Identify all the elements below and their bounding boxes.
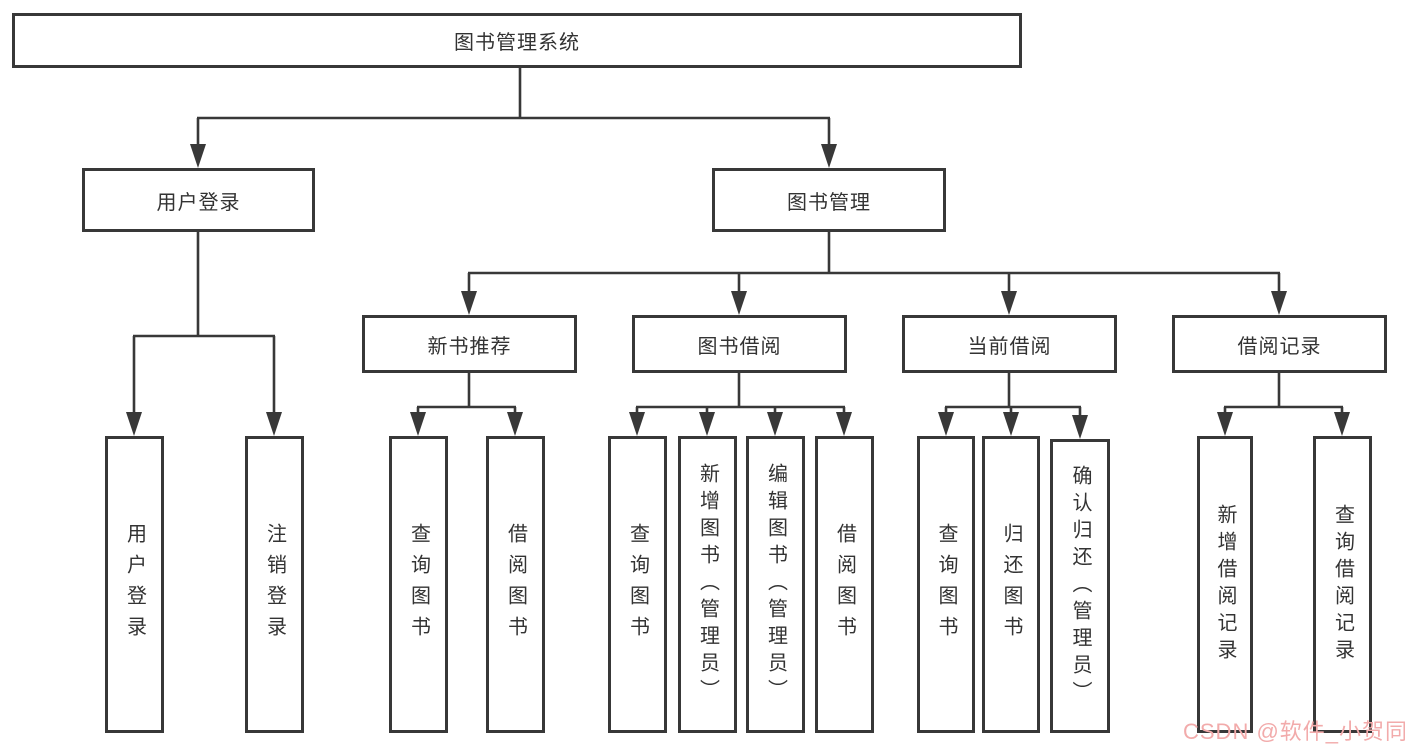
node-label: 用户登录 [123,522,146,647]
node-root-library-system: 图书管理系统 [12,13,1022,68]
node-label: 编辑图书（管理员） [764,463,787,706]
node-borrowing-records: 借阅记录 [1172,315,1387,373]
node-current-borrowing: 当前借阅 [902,315,1117,373]
node-label: 当前借阅 [967,335,1052,358]
node-label: 图书借阅 [697,335,782,358]
node-label: 查询图书 [935,522,957,647]
node-label: 查询图书 [626,522,649,647]
leaf-add-books-admin: 新增图书（管理员） [678,436,737,733]
leaf-confirm-return-admin: 确认归还（管理员） [1050,439,1110,733]
node-label: 用户登录 [156,191,241,214]
node-label: 新书推荐 [427,335,512,358]
leaf-query-books-borrow: 查询图书 [608,436,667,733]
node-label: 新增图书（管理员） [696,463,719,706]
leaf-user-login: 用户登录 [105,436,164,733]
node-label: 确认归还（管理员） [1069,464,1091,708]
node-label: 借阅记录 [1237,335,1322,358]
leaf-query-books-recommend: 查询图书 [389,436,448,733]
node-user-login-module: 用户登录 [82,168,315,232]
node-label: 归还图书 [1000,522,1022,647]
node-label: 图书管理 [787,191,871,214]
csdn-watermark: CSDN @软件_小贺同学 [1183,719,1405,744]
node-new-book-recommendation: 新书推荐 [362,315,577,373]
leaf-query-borrow-record: 查询借阅记录 [1313,436,1372,733]
node-label: 借阅图书 [833,522,856,647]
node-label: 新增借阅记录 [1214,503,1236,666]
leaf-logout: 注销登录 [245,436,304,733]
node-book-borrowing: 图书借阅 [632,315,847,373]
leaf-borrow-books-recommend: 借阅图书 [486,436,545,733]
node-label: 借阅图书 [504,522,527,647]
node-label: 图书管理系统 [454,32,580,54]
node-label: 查询借阅记录 [1331,503,1354,666]
node-book-management-module: 图书管理 [712,168,946,232]
leaf-add-borrow-record: 新增借阅记录 [1197,436,1253,733]
leaf-borrow-books: 借阅图书 [815,436,874,733]
leaf-return-books: 归还图书 [982,436,1040,733]
node-label: 注销登录 [263,522,286,647]
leaf-query-books-current: 查询图书 [917,436,975,733]
leaf-edit-books-admin: 编辑图书（管理员） [746,436,805,733]
node-label: 查询图书 [407,522,430,647]
